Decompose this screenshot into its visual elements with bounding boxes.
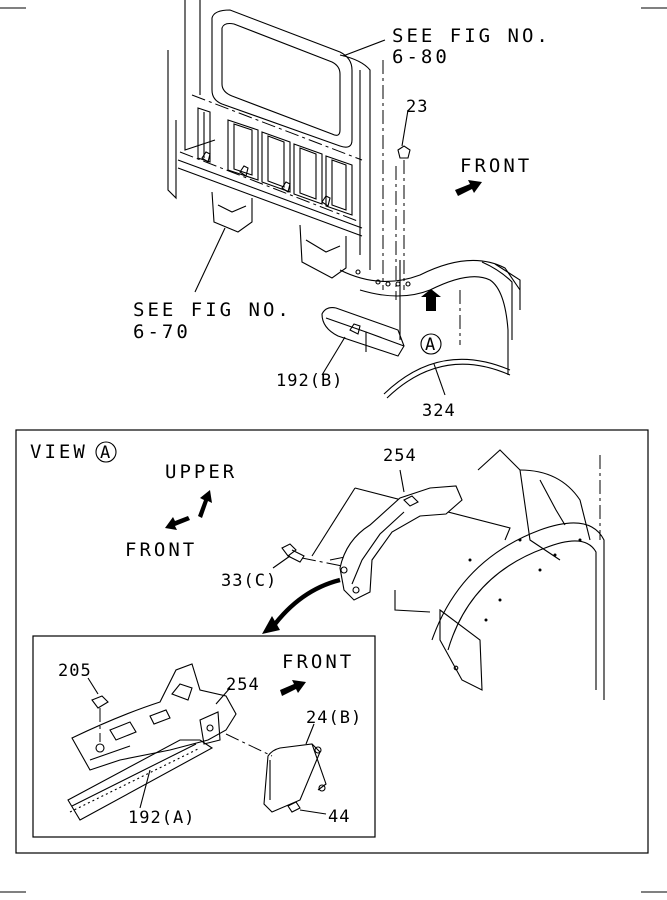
ref-fig-6-70-line1: SEE FIG NO. — [133, 299, 292, 321]
detail-callout-arrowhead — [262, 616, 280, 634]
part-192a-label: 192(A) — [128, 808, 195, 828]
pad-192b-drawing — [321, 307, 405, 376]
part-44-label: 44 — [328, 807, 350, 827]
upper-arrow — [198, 490, 212, 518]
part-254-label-detail: 254 — [226, 675, 260, 695]
ref-fig-6-80-line1: SEE FIG NO. — [392, 25, 551, 47]
part-33c-label: 33(C) — [221, 571, 277, 591]
part-324-label: 324 — [422, 401, 456, 421]
view-a-marker-circle — [420, 333, 442, 355]
detail-drawing — [67, 663, 327, 821]
part-24b-label: 24(B) — [306, 708, 362, 728]
clip-23-drawing — [397, 109, 411, 290]
cab-rear-panel-drawing — [167, 0, 521, 399]
front-arrow-top — [455, 180, 482, 196]
detail-frame — [32, 635, 376, 838]
view-a-arrow — [421, 289, 441, 311]
leader-254-view-a — [399, 469, 405, 493]
top-leaders — [194, 39, 446, 396]
part-254-label-view-a: 254 — [383, 446, 417, 466]
view-a-fender-drawing — [311, 449, 605, 700]
bracket-254-view-a — [301, 485, 463, 601]
bolt-33c-drawing — [272, 543, 305, 569]
front-label-top: FRONT — [460, 155, 532, 177]
front-arrow-view-a — [165, 516, 190, 530]
upper-label: UPPER — [165, 461, 237, 483]
part-23-label: 23 — [406, 97, 428, 117]
front-label-view-a: FRONT — [125, 539, 197, 561]
crop-marks — [0, 7, 667, 893]
part-205-label: 205 — [58, 661, 92, 681]
panel-ribs — [197, 107, 353, 216]
front-arrow-detail — [280, 680, 306, 696]
view-a-title-circle — [95, 441, 117, 463]
detail-callout-arrow — [270, 577, 341, 630]
view-a-frame — [15, 429, 649, 854]
view-a-marker-letter: A — [425, 335, 436, 355]
part-192b-label: 192(B) — [276, 371, 343, 391]
view-a-title-marker: A — [100, 443, 111, 463]
view-a-title: VIEW — [30, 441, 88, 463]
ref-fig-6-70-line2: 6-70 — [133, 321, 191, 343]
ref-fig-6-80-line2: 6-80 — [392, 46, 450, 68]
front-label-detail: FRONT — [282, 651, 354, 673]
